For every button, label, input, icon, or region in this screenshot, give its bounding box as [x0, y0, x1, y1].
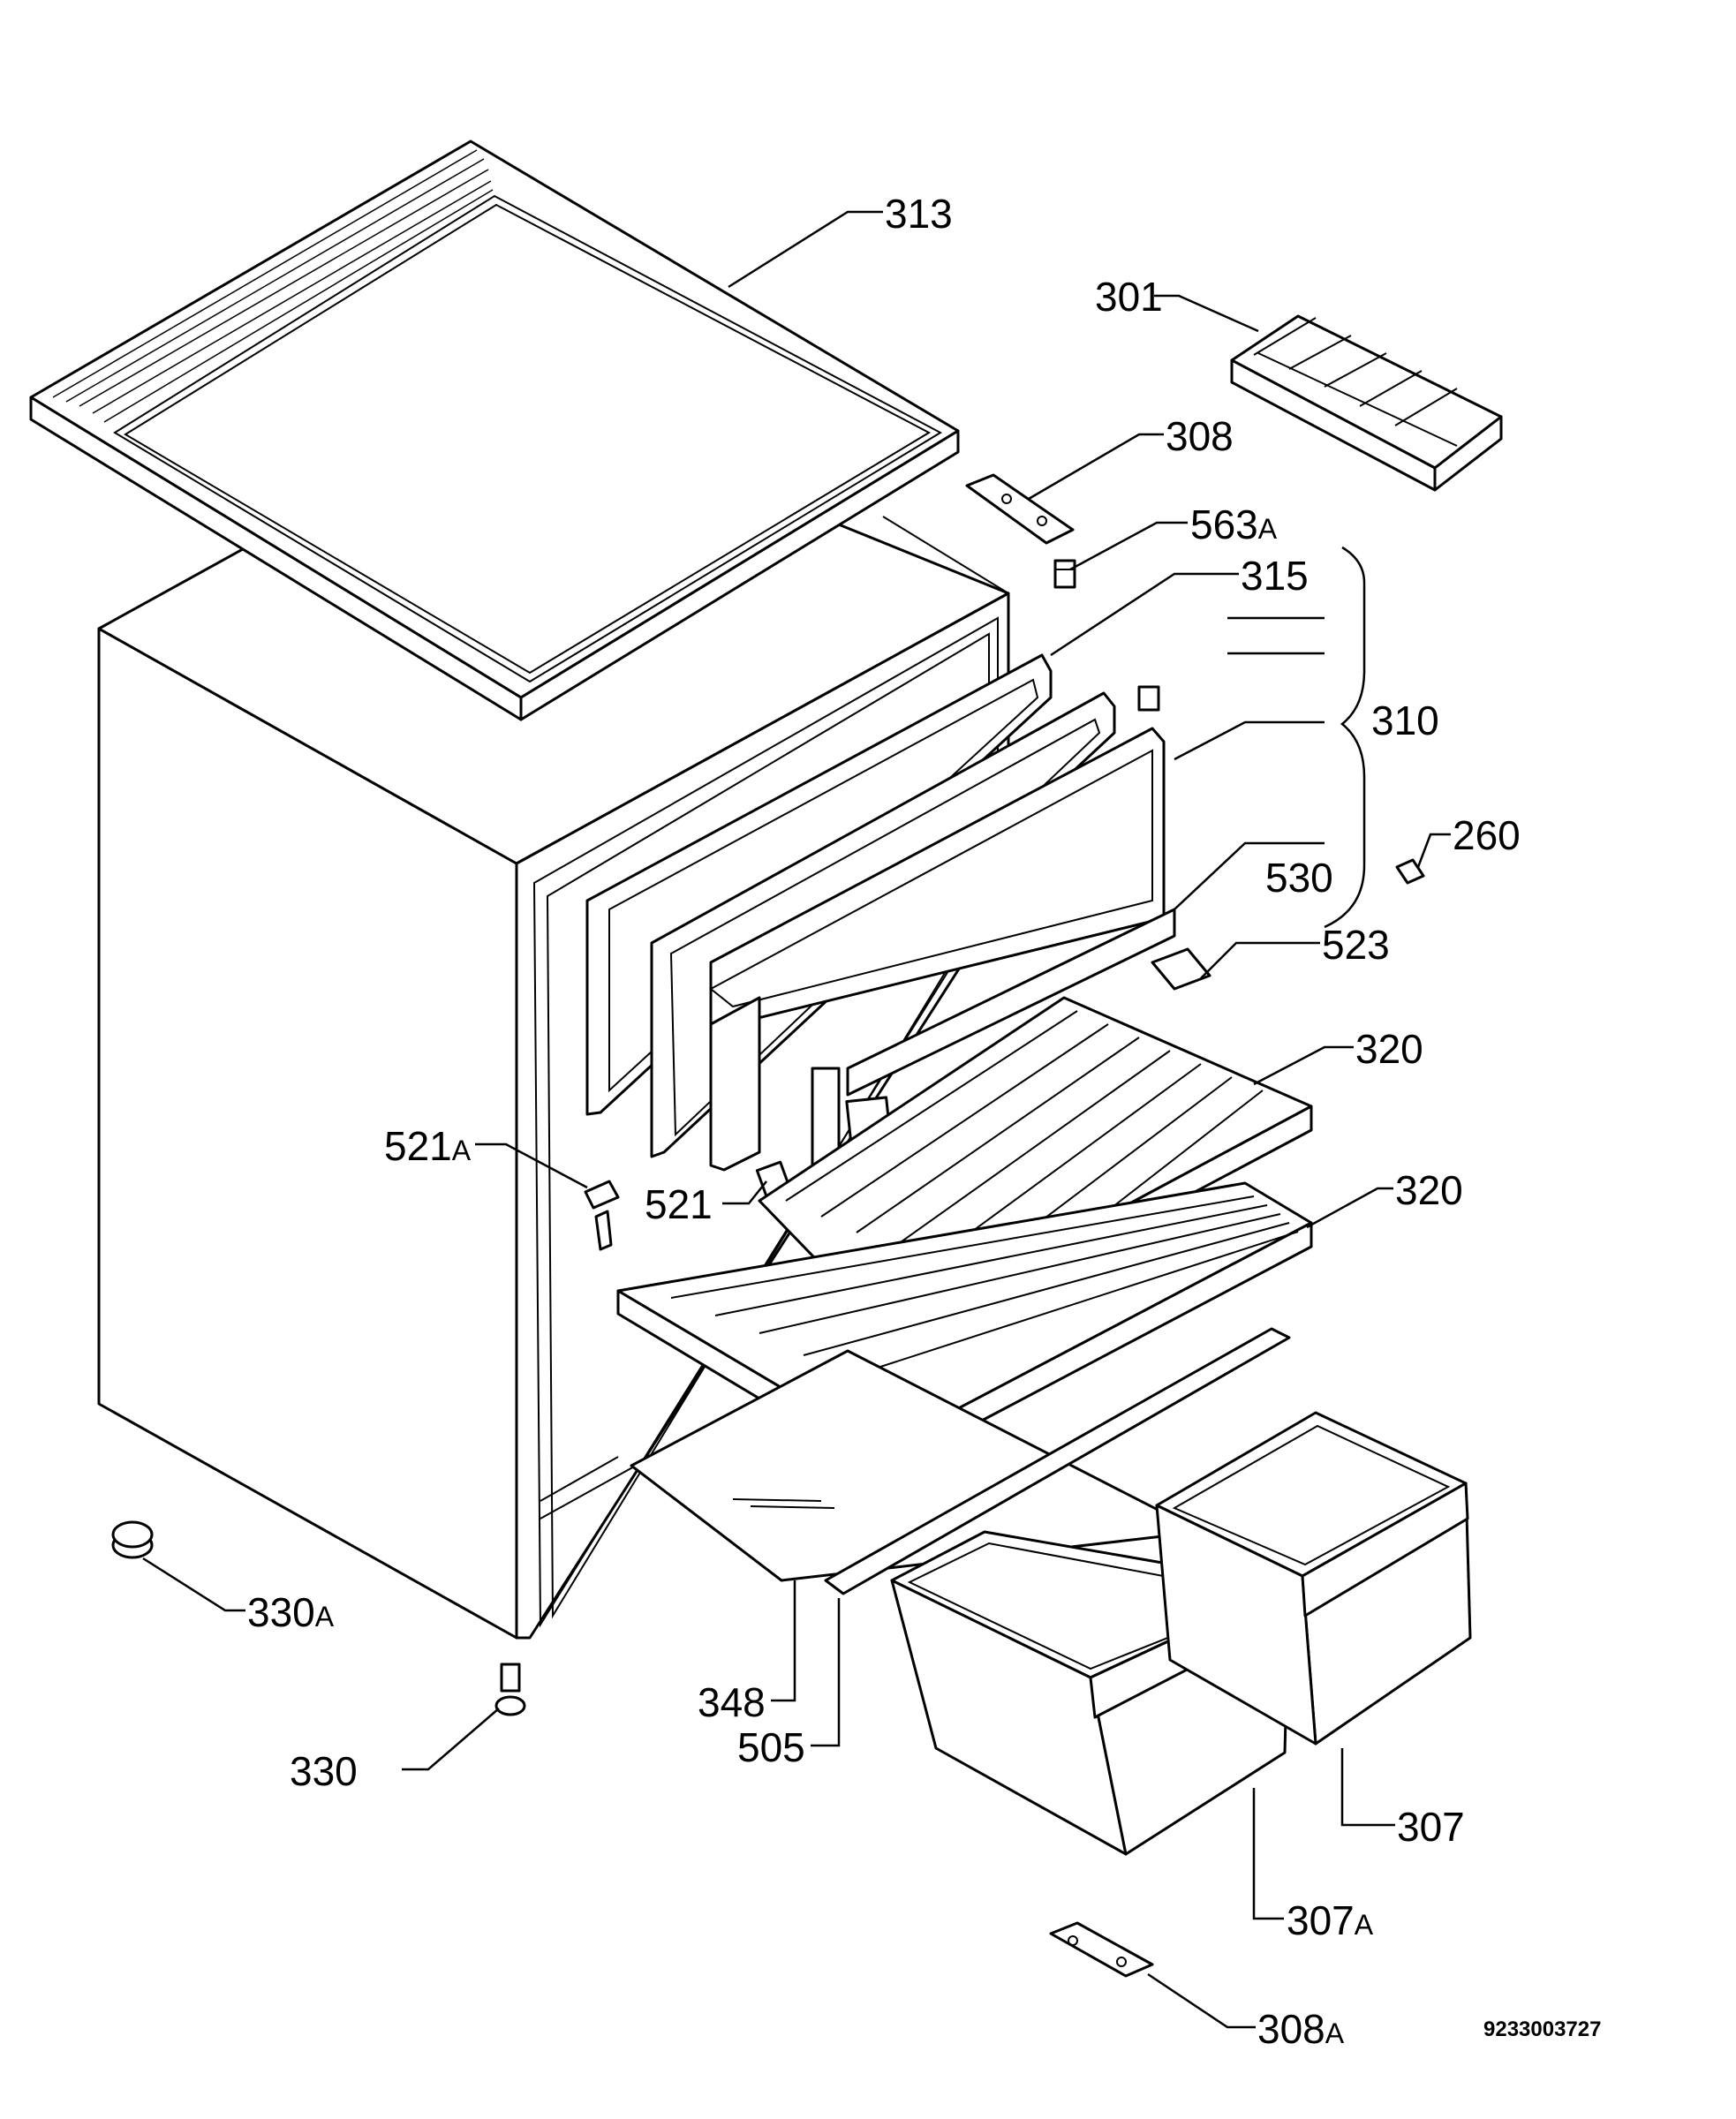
callout-521: 521 — [645, 1181, 713, 1227]
screw — [1137, 685, 1160, 712]
callout-505: 505 — [737, 1724, 805, 1770]
callout-320-upper: 320 — [1355, 1026, 1423, 1072]
hinge-bottom — [1049, 1921, 1154, 1978]
callout-330: 330 — [290, 1748, 358, 1794]
assembly-brace — [1324, 546, 1366, 929]
callout-315: 315 — [1241, 553, 1309, 599]
callout-521a: 521A — [384, 1123, 472, 1169]
clip — [1395, 858, 1425, 885]
callout-313: 313 — [885, 191, 953, 237]
foot-cap — [111, 1520, 154, 1559]
callout-320-lower: 320 — [1395, 1167, 1463, 1213]
callout-348: 348 — [698, 1679, 766, 1725]
ice-cube-tray — [1230, 314, 1503, 492]
drawer-right — [1155, 1411, 1472, 1746]
callout-530: 530 — [1265, 855, 1333, 901]
door-stop — [1151, 947, 1211, 991]
leader-lines — [142, 210, 1451, 2029]
callout-563a: 563A — [1190, 501, 1278, 547]
door-assembly — [585, 653, 1176, 1172]
callout-308a: 308A — [1257, 2006, 1345, 2052]
document-number: 9233003727 — [1483, 2017, 1601, 2041]
callout-labels: 313 301 308 563A 315 310 260 530 523 320… — [247, 191, 1521, 2052]
callout-301: 301 — [1095, 274, 1163, 320]
callout-523: 523 — [1322, 922, 1390, 968]
hinge-pin — [1053, 559, 1076, 589]
callout-330a: 330A — [247, 1589, 335, 1635]
top-cover — [29, 140, 960, 721]
callout-260: 260 — [1453, 812, 1521, 858]
callout-308: 308 — [1166, 413, 1234, 459]
vent-grille — [52, 149, 494, 423]
callout-307: 307 — [1397, 1804, 1465, 1850]
callout-307a: 307A — [1287, 1897, 1374, 1943]
hinge-top — [965, 473, 1075, 545]
adjustable-foot — [494, 1663, 526, 1716]
callout-310: 310 — [1371, 698, 1439, 743]
drawer-rail — [824, 1327, 1291, 1595]
